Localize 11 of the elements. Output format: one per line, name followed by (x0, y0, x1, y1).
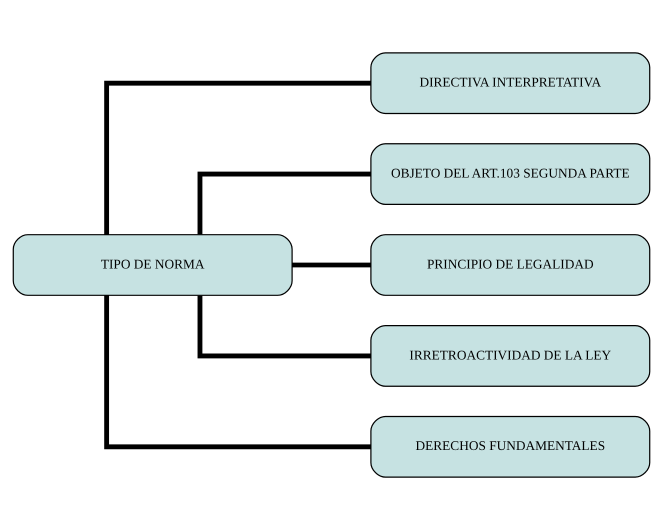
connector (292, 262, 371, 268)
connector (198, 296, 371, 358)
node-box: PRINCIPIO DE LEGALIDAD (370, 234, 650, 296)
node-box: OBJETO DEL ART.103 SEGUNDA PARTE (370, 143, 650, 205)
node-box: DERECHOS FUNDAMENTALES (370, 416, 650, 478)
node-box: DIRECTIVA INTERPRETATIVA (370, 52, 650, 114)
node-box: IRRETROACTIVIDAD DE LA LEY (370, 325, 650, 387)
connector (104, 295, 371, 450)
connector (104, 80, 371, 235)
connector (198, 172, 371, 234)
node-box: TIPO DE NORMA (12, 234, 293, 296)
